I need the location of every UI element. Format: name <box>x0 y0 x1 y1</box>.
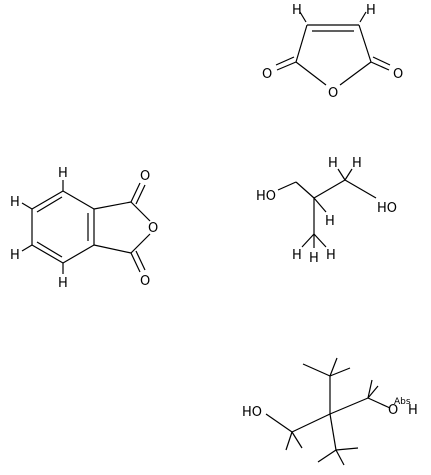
bond <box>295 24 308 63</box>
atom-label-h: H <box>292 248 302 263</box>
atom-label-h: H <box>352 156 362 171</box>
bond <box>36 196 63 213</box>
atom-label-h: H <box>10 248 20 263</box>
phthalic-anhydride-structure: H H H H O O O <box>10 166 158 291</box>
bond <box>21 244 33 252</box>
bond <box>295 181 315 199</box>
bond <box>21 202 33 210</box>
bond <box>276 61 297 71</box>
bond <box>31 190 64 210</box>
atom-label-h: H <box>326 248 336 263</box>
bond <box>285 431 293 451</box>
atom-label-h: H <box>292 3 302 18</box>
atom-label-o: O <box>148 221 158 236</box>
atom-label-h: H <box>325 214 335 229</box>
bond <box>335 449 345 466</box>
bond <box>302 363 331 377</box>
bond <box>317 449 337 463</box>
maleic-anhydride-structure: H H O O O <box>262 3 403 101</box>
propylene-glycol-structure: HO HO H H H H H H <box>256 156 397 266</box>
bond <box>130 182 141 203</box>
bond <box>344 179 377 199</box>
bond <box>36 241 63 258</box>
bond <box>265 413 293 433</box>
bond <box>130 233 151 254</box>
neopentyl-glycol-structure: HO O H Abs <box>242 357 418 466</box>
bond <box>313 197 327 213</box>
bond <box>370 61 390 71</box>
atom-label-h: H <box>328 156 338 171</box>
bond <box>359 11 367 23</box>
atom-label-h: H <box>408 403 418 418</box>
bond <box>62 190 95 210</box>
bond <box>313 233 327 248</box>
bond <box>301 233 315 248</box>
atom-label-o: O <box>140 274 150 289</box>
atom-label-o: O <box>140 169 150 184</box>
atom-label-ho: HO <box>377 201 397 216</box>
bond <box>329 367 351 377</box>
bond <box>291 413 331 433</box>
bond <box>277 181 297 191</box>
atom-label-h: H <box>58 276 68 291</box>
bond <box>31 244 64 264</box>
bond <box>367 397 391 409</box>
bond <box>299 11 307 23</box>
atom-label-o: O <box>393 67 403 82</box>
bond <box>130 252 141 273</box>
bond <box>275 56 295 66</box>
atom-label-ho: HO <box>242 405 262 420</box>
bond <box>62 244 95 264</box>
atom-label-o: O <box>328 86 338 101</box>
bond <box>295 61 327 86</box>
bond <box>339 61 372 86</box>
bond <box>367 379 373 399</box>
atom-label-o: O <box>388 403 398 418</box>
atom-label-h: H <box>10 195 20 210</box>
atom-label-h: H <box>309 251 319 266</box>
bond <box>337 168 346 181</box>
bond <box>313 179 346 199</box>
atom-label-abs: Abs <box>394 397 411 407</box>
bond <box>329 413 337 451</box>
atom-label-ho: HO <box>256 189 276 204</box>
bond <box>367 385 379 399</box>
bond <box>130 201 151 222</box>
atom-label-h: H <box>58 166 68 181</box>
bond <box>372 56 391 66</box>
bond <box>93 244 132 254</box>
bond <box>335 447 359 451</box>
bond <box>329 397 369 415</box>
bond <box>329 357 338 377</box>
bond <box>344 168 353 181</box>
bond <box>135 250 146 271</box>
bond <box>135 184 146 205</box>
bond <box>291 431 303 449</box>
atom-label-o: O <box>262 67 272 82</box>
atom-label-h: H <box>366 3 376 18</box>
bond <box>93 201 132 210</box>
bond <box>358 24 372 63</box>
